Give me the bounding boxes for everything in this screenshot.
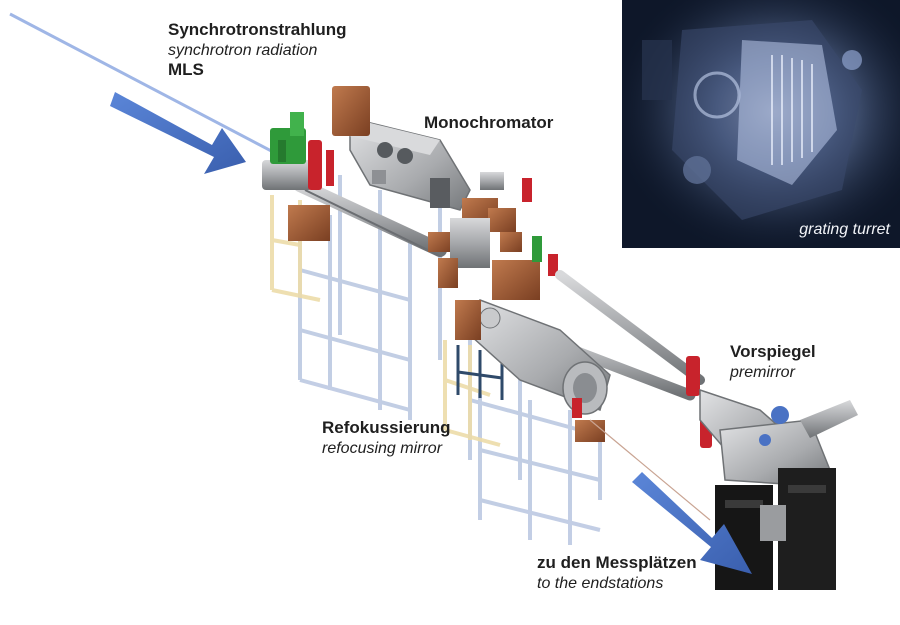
label-source-de: Synchrotronstrahlung: [168, 20, 347, 39]
label-refocusing: Refokussierung refocusing mirror: [322, 418, 450, 458]
refocusing-chamber: [455, 299, 711, 521]
beam-pipe-upstream: [293, 178, 447, 257]
label-premirror-de: Vorspiegel: [730, 342, 816, 361]
source-valve-assembly: [262, 112, 334, 241]
label-monochromator: Monochromator: [424, 113, 553, 134]
label-refocusing-en: refocusing mirror: [322, 439, 443, 457]
transfer-pipe-upper: [555, 270, 705, 385]
support-frames-yellow: [270, 195, 501, 447]
label-source-en: synchrotron radiation: [168, 41, 318, 59]
label-endstations-de: zu den Messplätzen: [537, 553, 697, 572]
mono-downstream-components: [428, 172, 558, 300]
photo-caption: grating turret: [799, 221, 890, 238]
refocusing-stand: [456, 345, 504, 400]
label-premirror-en: premirror: [730, 363, 795, 381]
outgoing-endstation-arrow: [632, 472, 752, 574]
endstation-stand: [715, 468, 836, 590]
grating-turret-photo: grating turret: [622, 0, 900, 248]
label-endstations-en: to the endstations: [537, 574, 664, 592]
incoming-radiation-arrow: [110, 92, 246, 174]
label-source: Synchrotronstrahlung synchrotron radiati…: [168, 20, 347, 81]
label-endstations: zu den Messplätzen to the endstations: [537, 553, 697, 593]
label-source-tag: MLS: [168, 60, 204, 80]
label-monochromator-de: Monochromator: [424, 113, 554, 132]
beam-line: [9, 12, 301, 168]
monochromator-housing: [332, 86, 471, 211]
label-refocusing-de: Refokussierung: [322, 418, 451, 437]
label-premirror: Vorspiegel premirror: [730, 342, 816, 382]
beam-pipe-upstream-dark: [304, 189, 441, 257]
grating-turret-image: [622, 0, 900, 248]
